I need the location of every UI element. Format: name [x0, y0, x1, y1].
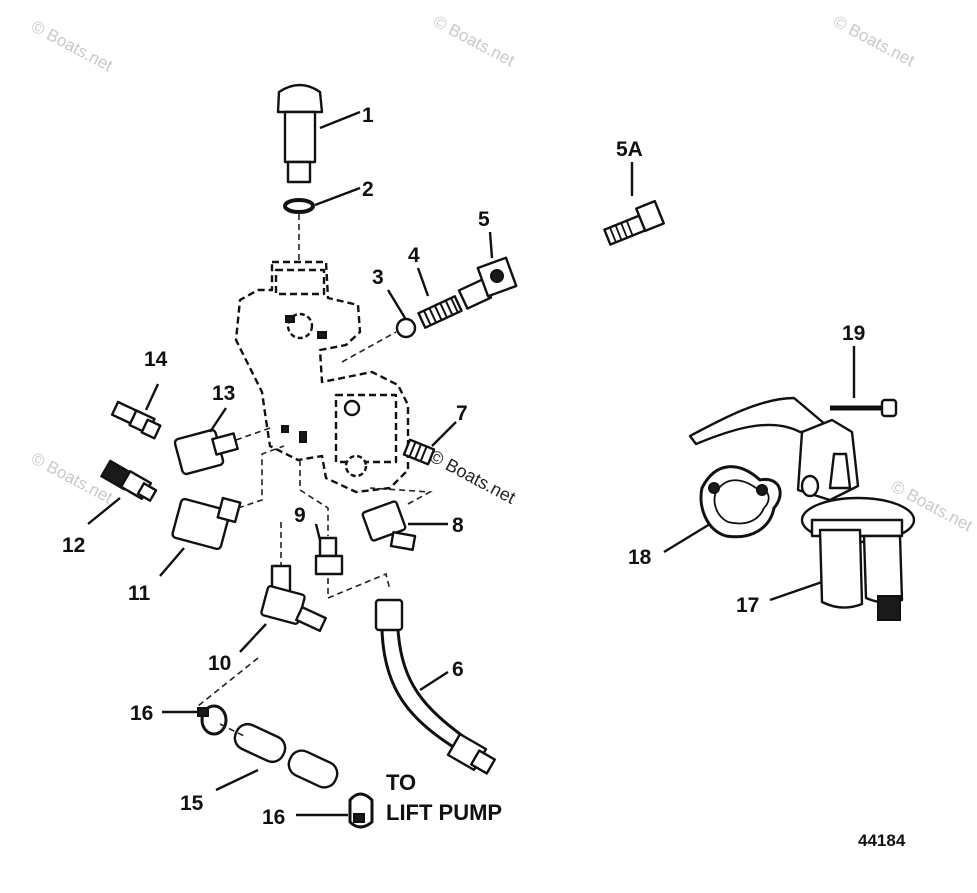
- part-4-spring: [417, 295, 463, 329]
- part-14-fitting: [110, 400, 162, 440]
- leader-line: [319, 110, 361, 130]
- leader-line: [416, 267, 430, 297]
- leader-line: [663, 522, 711, 554]
- callout-17: 17: [736, 594, 759, 617]
- leader-line: [314, 186, 361, 207]
- callout-8: 8: [452, 514, 464, 537]
- callout-18: 18: [628, 546, 652, 569]
- part-15-hose: [233, 722, 339, 789]
- part-19-screw: [830, 398, 898, 418]
- part-18-gasket: [699, 465, 782, 539]
- callout-6: 6: [452, 658, 464, 681]
- part-17-fuel-pump: [688, 396, 916, 621]
- part-11-elbow: [171, 496, 242, 551]
- leader-line: [239, 623, 267, 653]
- assembly-line: [369, 487, 433, 505]
- callout-16: 16: [130, 702, 153, 725]
- callout-1: 1: [362, 104, 374, 127]
- watermark: © Boats.net: [28, 17, 116, 76]
- part-8-elbow: [361, 500, 417, 552]
- part-5a-bolt: [603, 199, 665, 246]
- assembly-line: [237, 445, 285, 509]
- part-16-clamp: [348, 792, 374, 829]
- callout-12: 12: [62, 534, 85, 557]
- callout-16: 16: [262, 806, 285, 829]
- assembly-line: [197, 657, 259, 707]
- assembly-line: [341, 331, 397, 363]
- callout-14: 14: [144, 348, 168, 371]
- assembly-line: [299, 460, 329, 536]
- note-to: TO: [386, 770, 416, 795]
- watermark: © Boats.net: [830, 12, 918, 71]
- leader-line: [215, 768, 259, 792]
- part-1-cap: [276, 83, 324, 184]
- leader-line: [209, 407, 227, 433]
- figure-number: 44184: [858, 831, 906, 850]
- leader-line: [314, 523, 322, 541]
- callout-19: 19: [842, 322, 865, 345]
- leader-line: [769, 580, 823, 602]
- leader-line: [159, 547, 185, 577]
- part-9-fitting: [314, 536, 344, 576]
- callout-5a: 5A: [616, 138, 643, 161]
- fuel-filter-block: [234, 260, 410, 494]
- leader-line: [386, 289, 407, 319]
- assembly-line: [327, 572, 391, 600]
- assembly-line: [219, 723, 245, 737]
- leader-line: [87, 497, 121, 525]
- part-2-o-ring: [283, 198, 315, 214]
- leader-line: [144, 383, 160, 411]
- callout-7: 7: [456, 402, 468, 425]
- callout-10: 10: [208, 652, 231, 675]
- part-7-plug: [402, 438, 436, 466]
- note-lift-pump: LIFT PUMP: [386, 800, 502, 825]
- callout-15: 15: [180, 792, 204, 815]
- callout-9: 9: [294, 504, 306, 527]
- callout-11: 11: [128, 582, 151, 605]
- part-10-elbow: [260, 564, 327, 633]
- part-13-elbow: [173, 428, 239, 476]
- callout-4: 4: [408, 244, 420, 267]
- part-3-ball: [395, 317, 417, 339]
- part-16-clamp: [197, 704, 228, 736]
- watermark: © Boats.net: [430, 12, 518, 71]
- callout-13: 13: [212, 382, 235, 405]
- part-5-fitting: [457, 256, 518, 310]
- part-12-fitting: [99, 459, 158, 502]
- part-6-fuel-line: [374, 598, 496, 775]
- callout-3: 3: [372, 266, 384, 289]
- leader-line: [431, 421, 457, 447]
- leader-line: [488, 231, 494, 259]
- callout-5: 5: [478, 208, 490, 231]
- leader-line: [419, 670, 449, 692]
- watermark: © Boats.net: [426, 446, 519, 508]
- callout-2: 2: [362, 178, 374, 201]
- assembly-line: [235, 427, 271, 441]
